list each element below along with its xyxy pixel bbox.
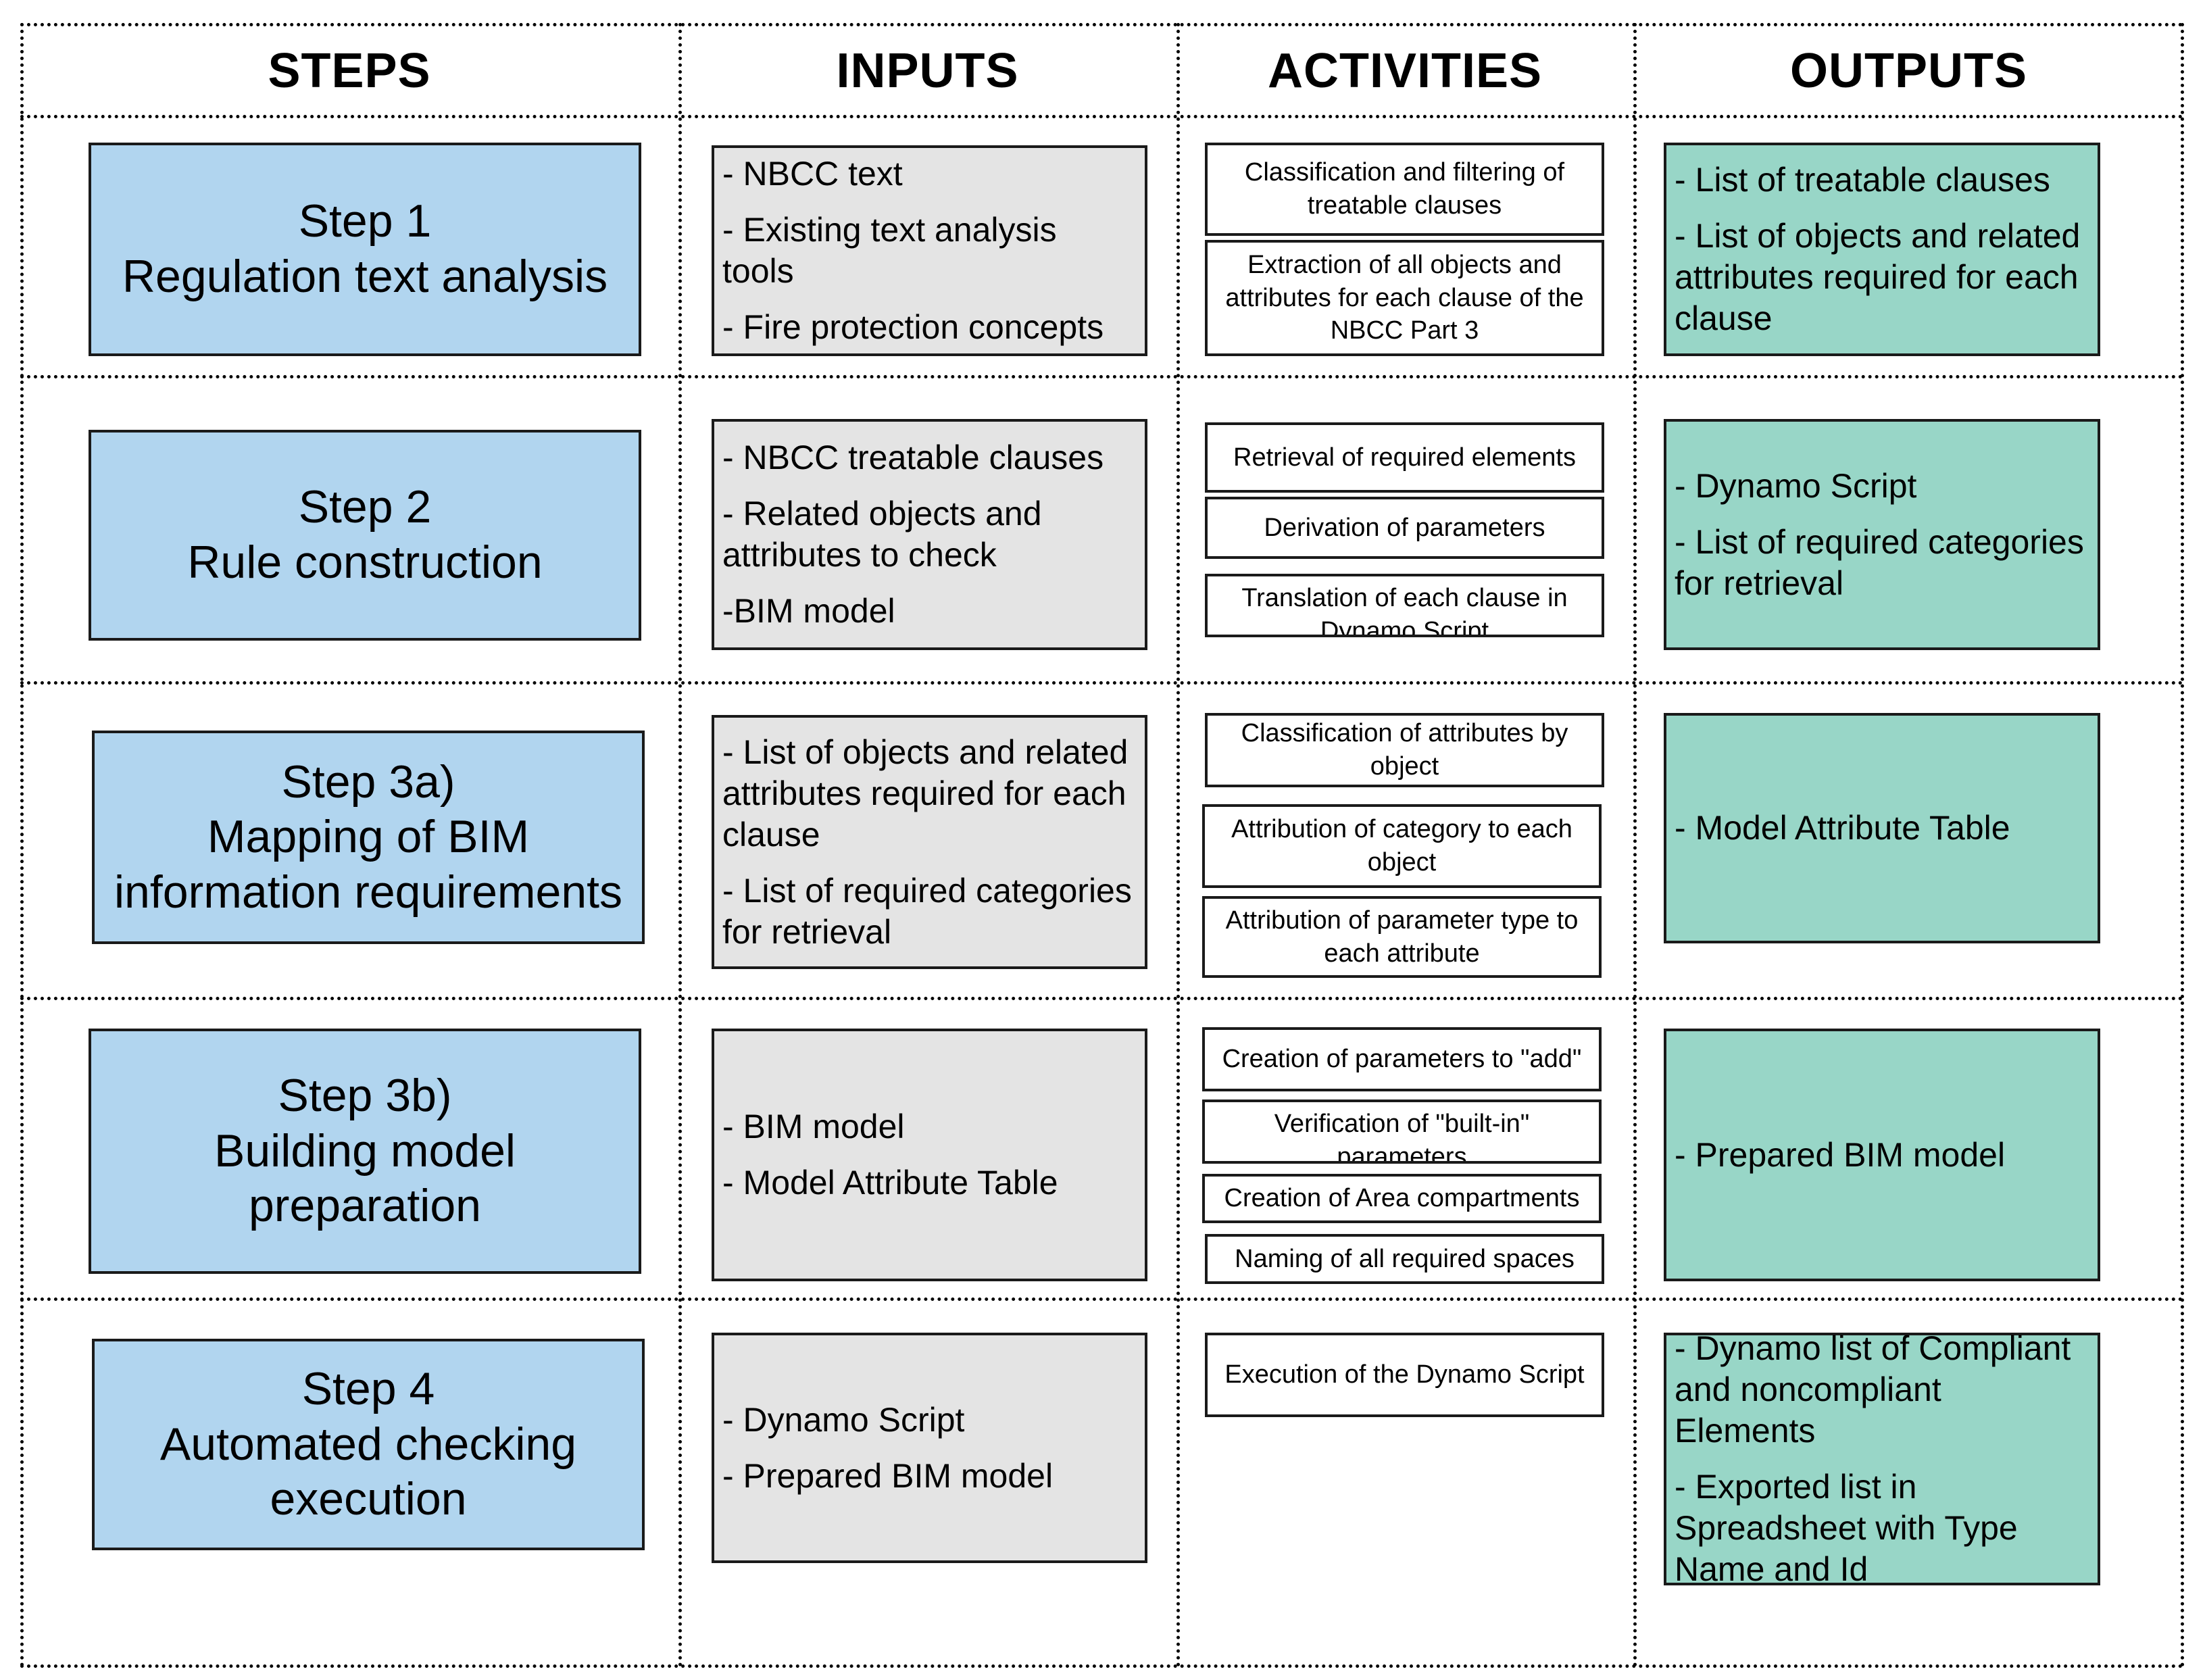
inputs-box-5: - Dynamo Script - Prepared BIM model: [712, 1333, 1147, 1563]
row-divider: [20, 1298, 2184, 1301]
step-label: Step 2: [298, 481, 432, 533]
output-item: - List of treatable clauses: [1675, 161, 2050, 199]
step-title: Mapping of BIM: [207, 811, 530, 863]
column-divider: [1176, 23, 1180, 1668]
activity-box: Derivation of parameters: [1205, 497, 1604, 559]
step-title: Building model: [214, 1125, 516, 1177]
activity-box: Verification of "built-in" parameters: [1202, 1100, 1602, 1164]
step-title: Rule construction: [187, 537, 543, 588]
step-label: Step 3b): [278, 1070, 452, 1122]
activity-box: Classification and filtering of treatabl…: [1205, 143, 1604, 236]
step-label: Step 3a): [281, 756, 455, 808]
input-item: - BIM model: [722, 1108, 905, 1145]
input-item: - Dynamo Script: [722, 1400, 965, 1439]
step-label: Step 4: [301, 1363, 435, 1415]
outputs-box-5: - Dynamo list of Compliant and noncompli…: [1664, 1329, 2100, 1588]
step-title: information requirements: [114, 866, 623, 918]
input-item: - NBCC text: [722, 155, 903, 193]
input-item: - Related objects and attributes to chec…: [722, 495, 1042, 574]
row-divider: [20, 997, 2184, 1000]
input-item: - List of required categories for retrie…: [722, 871, 1132, 951]
input-item: - Model Attribute Table: [722, 1164, 1058, 1202]
table-border: [20, 23, 2184, 1668]
column-divider: [1633, 23, 1637, 1668]
inputs-box-1: - NBCC text - Existing text analysis too…: [712, 145, 1147, 356]
output-item: - Dynamo Script: [1675, 466, 1917, 505]
step-3a-box: Step 3a) Mapping of BIM information requ…: [92, 731, 645, 944]
row-divider: [20, 681, 2184, 685]
activity-box: Attribution of parameter type to each at…: [1202, 896, 1602, 978]
header-steps: STEPS: [268, 44, 431, 98]
outputs-box-1: - List of treatable clauses - List of ob…: [1664, 143, 2100, 356]
input-item: - Fire protection concepts: [722, 308, 1104, 346]
activity-box: Naming of all required spaces: [1205, 1234, 1604, 1284]
header-outputs: OUTPUTS: [1789, 44, 2027, 98]
activity-box: Classification of attributes by object: [1205, 713, 1604, 787]
row-divider: [20, 115, 2184, 118]
activity-box: Extraction of all objects and attributes…: [1205, 240, 1604, 356]
inputs-box-2: - NBCC treatable clauses - Related objec…: [712, 419, 1147, 650]
output-item: - Model Attribute Table: [1675, 809, 2010, 847]
inputs-box-4: - BIM model - Model Attribute Table: [712, 1029, 1147, 1281]
step-title: preparation: [248, 1180, 482, 1232]
input-item: - NBCC treatable clauses: [722, 439, 1104, 476]
row-divider: [20, 375, 2184, 378]
activity-box: Translation of each clause in Dynamo Scr…: [1205, 574, 1604, 637]
activity-box: Creation of Area compartments: [1202, 1174, 1602, 1223]
output-item: - List of objects and related attributes…: [1675, 217, 2081, 337]
header-inputs: INPUTS: [836, 44, 1019, 98]
step-4-box: Step 4 Automated checking execution: [92, 1339, 645, 1550]
output-item: - Prepared BIM model: [1675, 1135, 2006, 1174]
activity-box: Retrieval of required elements: [1205, 422, 1604, 493]
output-item: - List of required categories for retrie…: [1675, 522, 2084, 602]
step-2-box: Step 2 Rule construction: [89, 430, 641, 641]
activity-box: Execution of the Dynamo Script: [1205, 1333, 1604, 1417]
input-item: - List of objects and related attributes…: [722, 733, 1129, 854]
input-item: - Prepared BIM model: [722, 1456, 1054, 1495]
activity-box: Creation of parameters to "add": [1202, 1027, 1602, 1091]
step-title: execution: [270, 1473, 467, 1525]
activity-box: Attribution of category to each object: [1202, 804, 1602, 888]
inputs-box-3: - List of objects and related attributes…: [712, 715, 1147, 969]
input-item: - Existing text analysis tools: [722, 211, 1057, 290]
outputs-box-2: - Dynamo Script - List of required categ…: [1664, 419, 2100, 650]
output-item: - Exported list in Spreadsheet with Type…: [1675, 1468, 2018, 1588]
outputs-box-4: - Prepared BIM model: [1664, 1029, 2100, 1281]
step-label: Step 1: [298, 195, 432, 247]
step-3b-box: Step 3b) Building model preparation: [89, 1029, 641, 1274]
output-item: - Dynamo list of Compliant and noncompli…: [1675, 1329, 2071, 1450]
column-divider: [678, 23, 682, 1668]
step-title: Automated checking: [159, 1418, 577, 1470]
input-item: -BIM model: [722, 592, 895, 630]
header-activities: ACTIVITIES: [1267, 44, 1543, 98]
step-1-box: Step 1 Regulation text analysis: [89, 143, 641, 356]
outputs-box-3: - Model Attribute Table: [1664, 713, 2100, 943]
step-title: Regulation text analysis: [122, 251, 608, 302]
